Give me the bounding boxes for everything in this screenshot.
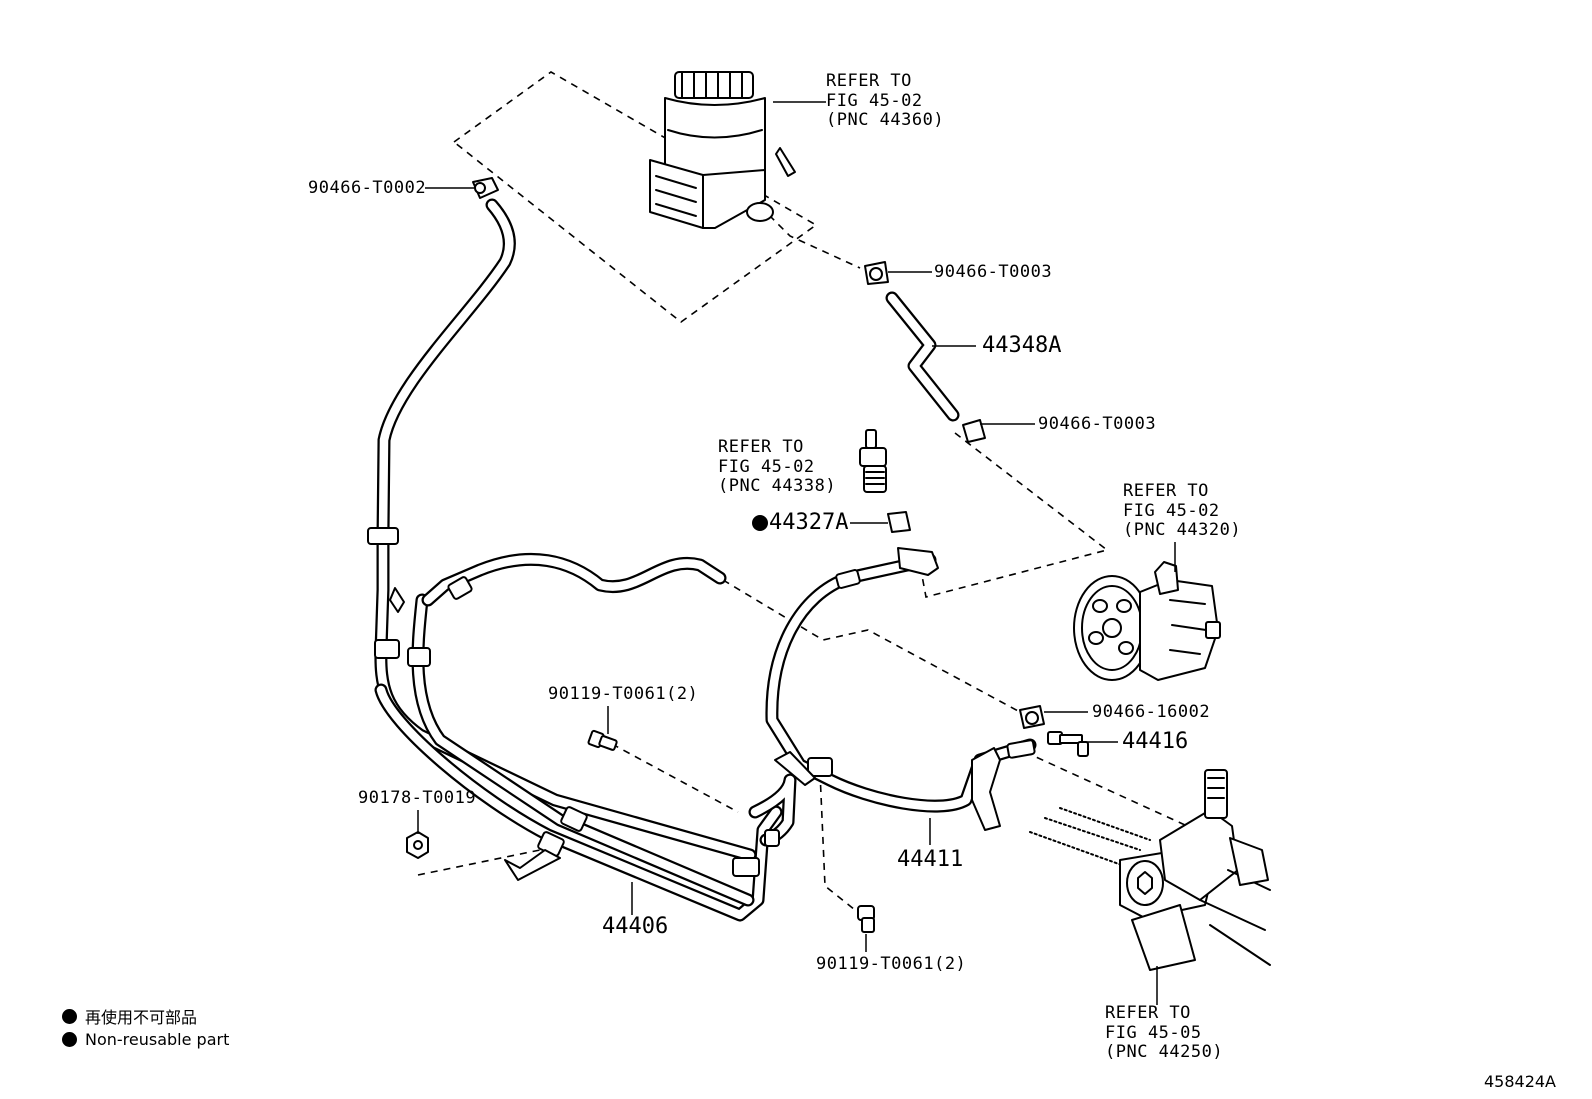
reservoir-tank xyxy=(649,71,796,229)
label-44327A-text: 44327A xyxy=(769,510,849,535)
label-90178-T0019: 90178-T0019 xyxy=(358,788,477,808)
clamp-90466-T0002 xyxy=(472,177,499,199)
bolt-90119-T0061-bottom xyxy=(857,905,875,933)
label-90466-T0003-lower: 90466-T0003 xyxy=(1038,414,1157,434)
reservoir-return-hose-top xyxy=(376,198,516,542)
nut-90178-T0019 xyxy=(406,831,429,859)
gasket-44327A xyxy=(887,511,911,533)
ref-gear-line2: FIG 45-05 xyxy=(1105,1022,1202,1043)
legend-japanese-text: 再使用不可部品 xyxy=(85,1008,198,1027)
steering-gear xyxy=(1029,769,1271,971)
ref-pump-line2: FIG 45-02 xyxy=(1123,500,1220,521)
label-44406: 44406 xyxy=(602,914,669,939)
pressure-valve xyxy=(859,429,887,493)
pump-outlet-guide xyxy=(919,432,1109,598)
ref-pump-line3: (PNC 44320) xyxy=(1123,520,1242,540)
ref-valve-line3: (PNC 44338) xyxy=(718,476,837,496)
hose-44348A xyxy=(885,291,960,422)
label-44416: 44416 xyxy=(1122,729,1189,754)
label-90466-T0003-upper: 90466-T0003 xyxy=(934,262,1053,282)
label-44348A: 44348A xyxy=(982,333,1062,358)
ref-gear-line1: REFER TO xyxy=(1105,1003,1191,1023)
hose-44406 xyxy=(367,527,797,922)
clamp-90466-T0003-lower xyxy=(962,419,986,443)
bolt-left-guide xyxy=(611,743,739,813)
ref-valve-line1: REFER TO xyxy=(718,437,804,457)
ref-reservoir-line2: FIG 45-02 xyxy=(826,90,923,111)
union-guide xyxy=(1024,751,1186,826)
label-90119-T0061-bottom: 90119-T0061(2) xyxy=(816,954,967,974)
ref-valve-line2: FIG 45-02 xyxy=(718,456,815,477)
figure-id: 458424A xyxy=(1483,1072,1556,1091)
legend-english-text: Non-reusable part xyxy=(85,1030,230,1049)
union-bolt-44416 xyxy=(1047,731,1089,757)
ref-pump-line1: REFER TO xyxy=(1123,481,1209,501)
label-90119-T0061-left: 90119-T0061(2) xyxy=(548,684,699,704)
label-44327A: 44327A xyxy=(752,511,848,535)
legend-dot-icon xyxy=(62,1032,77,1047)
legend-english: Non-reusable part xyxy=(62,1030,229,1049)
legend-dot-icon xyxy=(62,1008,77,1024)
return-hose-guide xyxy=(722,579,1021,713)
label-90466-16002: 90466-16002 xyxy=(1092,702,1211,722)
ref-reservoir-line3: (PNC 44360) xyxy=(826,110,945,130)
bolt-90119-T0061-left xyxy=(587,729,618,751)
clamp-90466-16002 xyxy=(1019,705,1045,729)
clamp-90466-T0003-upper xyxy=(864,261,889,285)
hose-44411 xyxy=(765,547,1037,831)
ref-gear-line3: (PNC 44250) xyxy=(1105,1042,1224,1062)
leader-lines xyxy=(417,101,1176,1005)
label-44411: 44411 xyxy=(897,847,964,872)
label-90466-T0002: 90466-T0002 xyxy=(308,178,427,198)
power-steering-pump xyxy=(1073,561,1221,681)
non-reusable-dot xyxy=(752,515,768,531)
ref-reservoir-line1: REFER TO xyxy=(826,71,912,91)
legend-japanese: 再使用不可部品 xyxy=(62,1004,197,1028)
